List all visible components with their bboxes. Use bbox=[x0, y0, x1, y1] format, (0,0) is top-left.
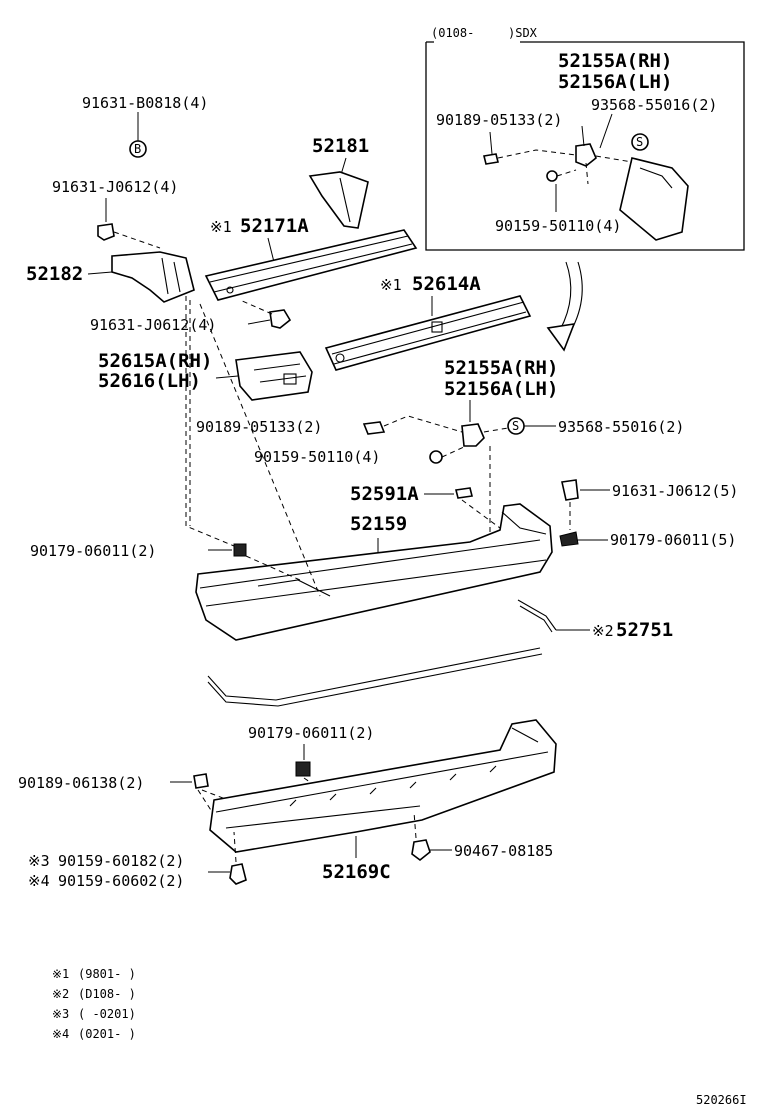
inset-screw-icon bbox=[546, 170, 558, 182]
clip-icon-90467 bbox=[411, 839, 431, 862]
label-52159: 52159 bbox=[350, 513, 407, 535]
part-52615a-spacer bbox=[235, 351, 313, 401]
label-52591a: 52591A bbox=[350, 483, 419, 505]
part-52181-bracket bbox=[308, 171, 369, 229]
mark-52751: ※2 bbox=[592, 622, 614, 640]
inset-header-right: )SDX bbox=[508, 26, 538, 40]
inset-label-52156a: 52156A(LH) bbox=[558, 71, 672, 93]
inset-frame bbox=[425, 41, 745, 251]
label-90159-60602: 90159-60602(2) bbox=[58, 872, 184, 890]
part-52182-bracket bbox=[111, 251, 195, 303]
label-90179-06011-right: 90179-06011(5) bbox=[610, 531, 736, 549]
clip-icon-right bbox=[559, 531, 579, 547]
label-52616: 52616(LH) bbox=[98, 370, 201, 392]
inset-label-93568: 93568-55016(2) bbox=[591, 96, 717, 114]
bolt-icon-top bbox=[97, 223, 115, 241]
label-91631-b0818: 91631-B0818(4) bbox=[82, 94, 208, 112]
note-3-mark: ※3 bbox=[52, 1007, 69, 1021]
part-52159-bumper-cover bbox=[195, 503, 553, 641]
inset-pin-icon bbox=[483, 153, 499, 165]
part-52169c-lower-bumper bbox=[209, 719, 557, 853]
note-4-text: (0201- ) bbox=[78, 1027, 136, 1041]
label-90189-05133: 90189-05133(2) bbox=[196, 418, 322, 436]
label-52182: 52182 bbox=[26, 263, 83, 285]
label-93568-55016: 93568-55016(2) bbox=[558, 418, 684, 436]
label-91631-j0612-5: 91631-J0612(5) bbox=[612, 482, 738, 500]
mark-52171a: ※1 bbox=[210, 218, 232, 236]
label-52156a: 52156A(LH) bbox=[444, 378, 558, 400]
label-52169c: 52169C bbox=[322, 861, 391, 883]
label-52614a: 52614A bbox=[412, 273, 481, 295]
part-52155a-retainer bbox=[461, 423, 485, 447]
label-90189-06138: 90189-06138(2) bbox=[18, 774, 144, 792]
note-1-mark: ※1 bbox=[52, 967, 69, 981]
b-mark: B bbox=[134, 142, 141, 156]
part-lower-molding-strip bbox=[207, 647, 543, 707]
note-1-text: (9801- ) bbox=[78, 967, 136, 981]
label-90179-06011-left: 90179-06011(2) bbox=[30, 542, 156, 560]
mark-90159-60182: ※3 bbox=[28, 852, 50, 870]
part-52591a-pad bbox=[455, 487, 473, 499]
label-90159-60182: 90159-60182(2) bbox=[58, 852, 184, 870]
note-2-mark: ※2 bbox=[52, 987, 69, 1001]
label-91631-j0612-mid: 91631-J0612(4) bbox=[90, 316, 216, 334]
note-3-text: ( -0201) bbox=[78, 1007, 136, 1021]
clip-icon-left bbox=[233, 543, 247, 557]
inset-header-left: (0108- bbox=[431, 26, 474, 40]
inset-label-90159: 90159-50110(4) bbox=[495, 217, 621, 235]
label-52155a: 52155A(RH) bbox=[444, 357, 558, 379]
note-2-text: (D108- ) bbox=[78, 987, 136, 1001]
part-52751-molding bbox=[517, 599, 557, 633]
note-4-mark: ※4 bbox=[52, 1027, 69, 1041]
bolt-icon-mid bbox=[269, 309, 292, 329]
s-circle-icon bbox=[631, 133, 649, 151]
mark-90159-60602: ※4 bbox=[28, 872, 50, 890]
label-91631-j0612-top: 91631-J0612(4) bbox=[52, 178, 178, 196]
inset-pointer-arrow bbox=[546, 261, 583, 352]
label-90467-08185: 90467-08185 bbox=[454, 842, 553, 860]
sdx-inset: (0108- )SDX 52155A(RH) 52156A(LH) 90189-… bbox=[425, 26, 745, 251]
label-90159-50110: 90159-50110(4) bbox=[254, 448, 380, 466]
label-52171a: 52171A bbox=[240, 215, 309, 237]
label-90179-06011-low: 90179-06011(2) bbox=[248, 724, 374, 742]
inset-bracket bbox=[575, 143, 597, 167]
pin-icon-mid bbox=[362, 421, 386, 435]
label-52181: 52181 bbox=[312, 135, 369, 157]
inset-s-mark: S bbox=[636, 135, 643, 149]
screw-icon-mid bbox=[429, 450, 443, 464]
label-52751: 52751 bbox=[616, 619, 673, 641]
screw-icon-low bbox=[229, 863, 247, 885]
inset-bumper-corner bbox=[619, 157, 689, 241]
diagram-id: 520266I bbox=[696, 1093, 747, 1107]
label-52615a: 52615A(RH) bbox=[98, 350, 212, 372]
footnotes: ※1 (9801- ) ※2 (D108- ) ※3 ( -0201) ※4 (… bbox=[52, 967, 136, 1041]
inset-label-52155a: 52155A(RH) bbox=[558, 50, 672, 72]
s-mark-mid: S bbox=[512, 419, 519, 433]
bolt-icon-right bbox=[561, 479, 579, 501]
mark-52614a: ※1 bbox=[380, 276, 402, 294]
inset-label-90189: 90189-05133(2) bbox=[436, 111, 562, 129]
clip-icon-low bbox=[295, 761, 311, 777]
pin-icon-low bbox=[193, 773, 209, 789]
